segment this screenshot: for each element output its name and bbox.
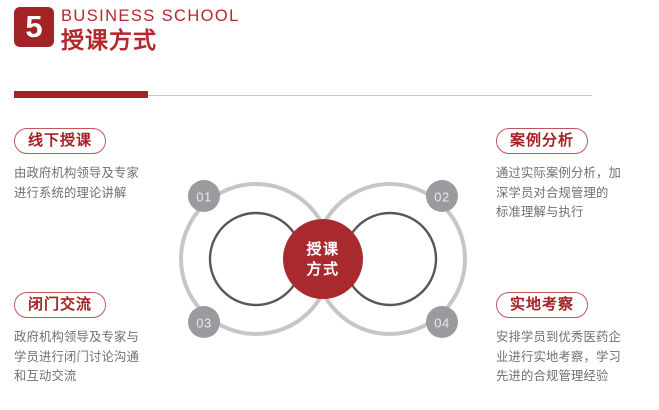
body-line: 安排学员到优秀医药企 [496,330,621,344]
body-line: 深学员对合规管理的 [496,185,609,200]
page-header: 5 BUSINESS SCHOOL 授课方式 [0,0,659,98]
pill-label-closed-door: 闭门交流 [14,292,107,318]
number-badge-04-label: 04 [434,316,449,331]
info-block-closed-door: 闭门交流 政府机构领导及专家与 学员进行闭门讨论沟通 和互动交流 [14,292,174,387]
number-badge-01: 01 [188,180,220,212]
number-badge-02: 02 [426,180,458,212]
number-badge-03: 03 [188,306,220,338]
infinity-diagram: 01 02 03 04 [170,160,490,370]
number-badge-02-label: 02 [434,190,449,205]
body-line: 业进行实地考察，学习 [496,349,621,364]
body-line: 政府机构领导及专家与 [14,330,139,344]
pill-label-offline: 线下授课 [14,128,107,154]
body-text-case-analysis: 通过实际案例分析，加 深学员对合规管理的 标准理解与执行 [496,164,656,223]
center-label-line1: 授课 [306,240,340,258]
center-circle-label: 授课 方式 [283,219,363,299]
pill-label-case-analysis: 案例分析 [496,128,589,154]
body-text-field-visit: 安排学员到优秀医药企 业进行实地考察，学习 先进的合规管理经验 [496,328,656,387]
header-divider-line [14,95,592,96]
body-line: 和互动交流 [14,369,77,383]
info-block-field-visit: 实地考察 安排学员到优秀医药企 业进行实地考察，学习 先进的合规管理经验 [496,292,656,387]
info-block-case-analysis: 案例分析 通过实际案例分析，加 深学员对合规管理的 标准理解与执行 [496,128,656,223]
section-number-badge: 5 [14,7,54,47]
body-line: 通过实际案例分析，加 [496,166,621,180]
body-text-closed-door: 政府机构领导及专家与 学员进行闭门讨论沟通 和互动交流 [14,328,174,387]
body-line: 标准理解与执行 [496,205,584,219]
center-circle [283,219,363,299]
body-line: 进行系统的理论讲解 [14,185,127,200]
number-badge-01-label: 01 [196,190,211,205]
info-block-offline: 线下授课 由政府机构领导及专家 进行系统的理论讲解 [14,128,174,203]
body-line: 学员进行闭门讨论沟通 [14,349,139,364]
body-line: 先进的合规管理经验 [496,369,609,383]
header-text-group: BUSINESS SCHOOL 授课方式 [61,6,240,56]
number-badge-03-label: 03 [196,316,211,331]
pill-label-field-visit: 实地考察 [496,292,589,318]
page-title: 授课方式 [61,28,157,54]
number-badge-04: 04 [426,306,458,338]
header-eyebrow: BUSINESS SCHOOL [61,7,240,25]
center-label-line2: 方式 [306,260,340,278]
body-text-offline: 由政府机构领导及专家 进行系统的理论讲解 [14,164,174,203]
header-divider-accent [14,91,148,98]
body-line: 由政府机构领导及专家 [14,166,139,180]
